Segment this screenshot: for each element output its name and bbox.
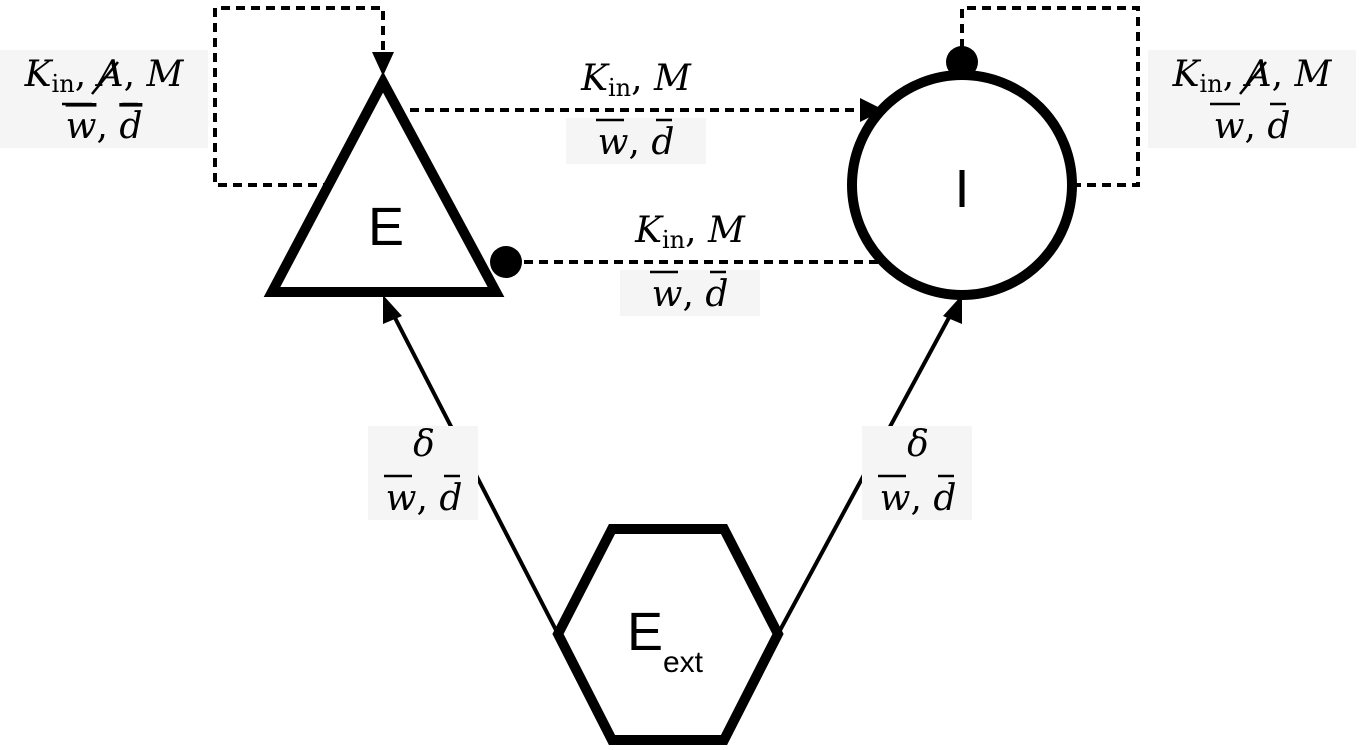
node-external-label: Eext <box>627 602 704 679</box>
label-ext-to-i-line1: δ <box>907 424 929 465</box>
edge-i-to-e <box>490 246 878 278</box>
label-i-to-e-line2: w, d <box>652 274 729 315</box>
arrowhead-icon <box>383 295 402 324</box>
label-ext-to-i-line2: w, d <box>880 478 957 519</box>
label-ii-self: Kin, A, M w, d <box>1148 50 1356 148</box>
arrowhead-icon <box>372 52 394 76</box>
strikethrough-icon <box>91 61 119 95</box>
strikethrough-icon <box>1239 61 1267 95</box>
label-i-to-e: Kin, M w, d <box>620 210 760 316</box>
label-ee-self-line2: w, d <box>66 106 143 147</box>
label-ext-to-e: δ w, d <box>368 424 478 520</box>
label-ii-self-line1: Kin, A, M <box>1172 54 1333 98</box>
node-external: Eext <box>552 524 784 745</box>
label-i-to-e-line1: Kin, M <box>634 210 746 254</box>
label-e-to-i-line2: w, d <box>598 122 675 163</box>
edge-ii-self <box>946 6 1140 187</box>
edge-e-to-i <box>410 98 884 122</box>
arrowhead-icon <box>943 295 962 324</box>
node-inhibitory-label: I <box>954 159 969 219</box>
edge-ee-self <box>213 6 394 187</box>
arrowhead-icon <box>860 98 884 122</box>
node-inhibitory: I <box>847 70 1077 300</box>
label-ee-self: Kin, A, M w, d <box>0 50 208 148</box>
node-excitatory-label: E <box>368 197 404 257</box>
label-ext-to-e-line1: δ <box>413 424 435 465</box>
node-excitatory: E <box>263 71 505 297</box>
label-e-to-i: Kin, M w, d <box>566 58 706 164</box>
inhibitory-dot-icon <box>490 246 522 278</box>
label-ext-to-e-line2: w, d <box>386 478 463 519</box>
label-ii-self-line2: w, d <box>1214 106 1291 147</box>
label-e-to-i-line1: Kin, M <box>580 58 692 102</box>
inhibitory-dot-icon <box>946 46 978 78</box>
label-ee-self-line1: Kin, A, M <box>24 54 185 98</box>
label-ext-to-i: δ w, d <box>862 424 972 520</box>
